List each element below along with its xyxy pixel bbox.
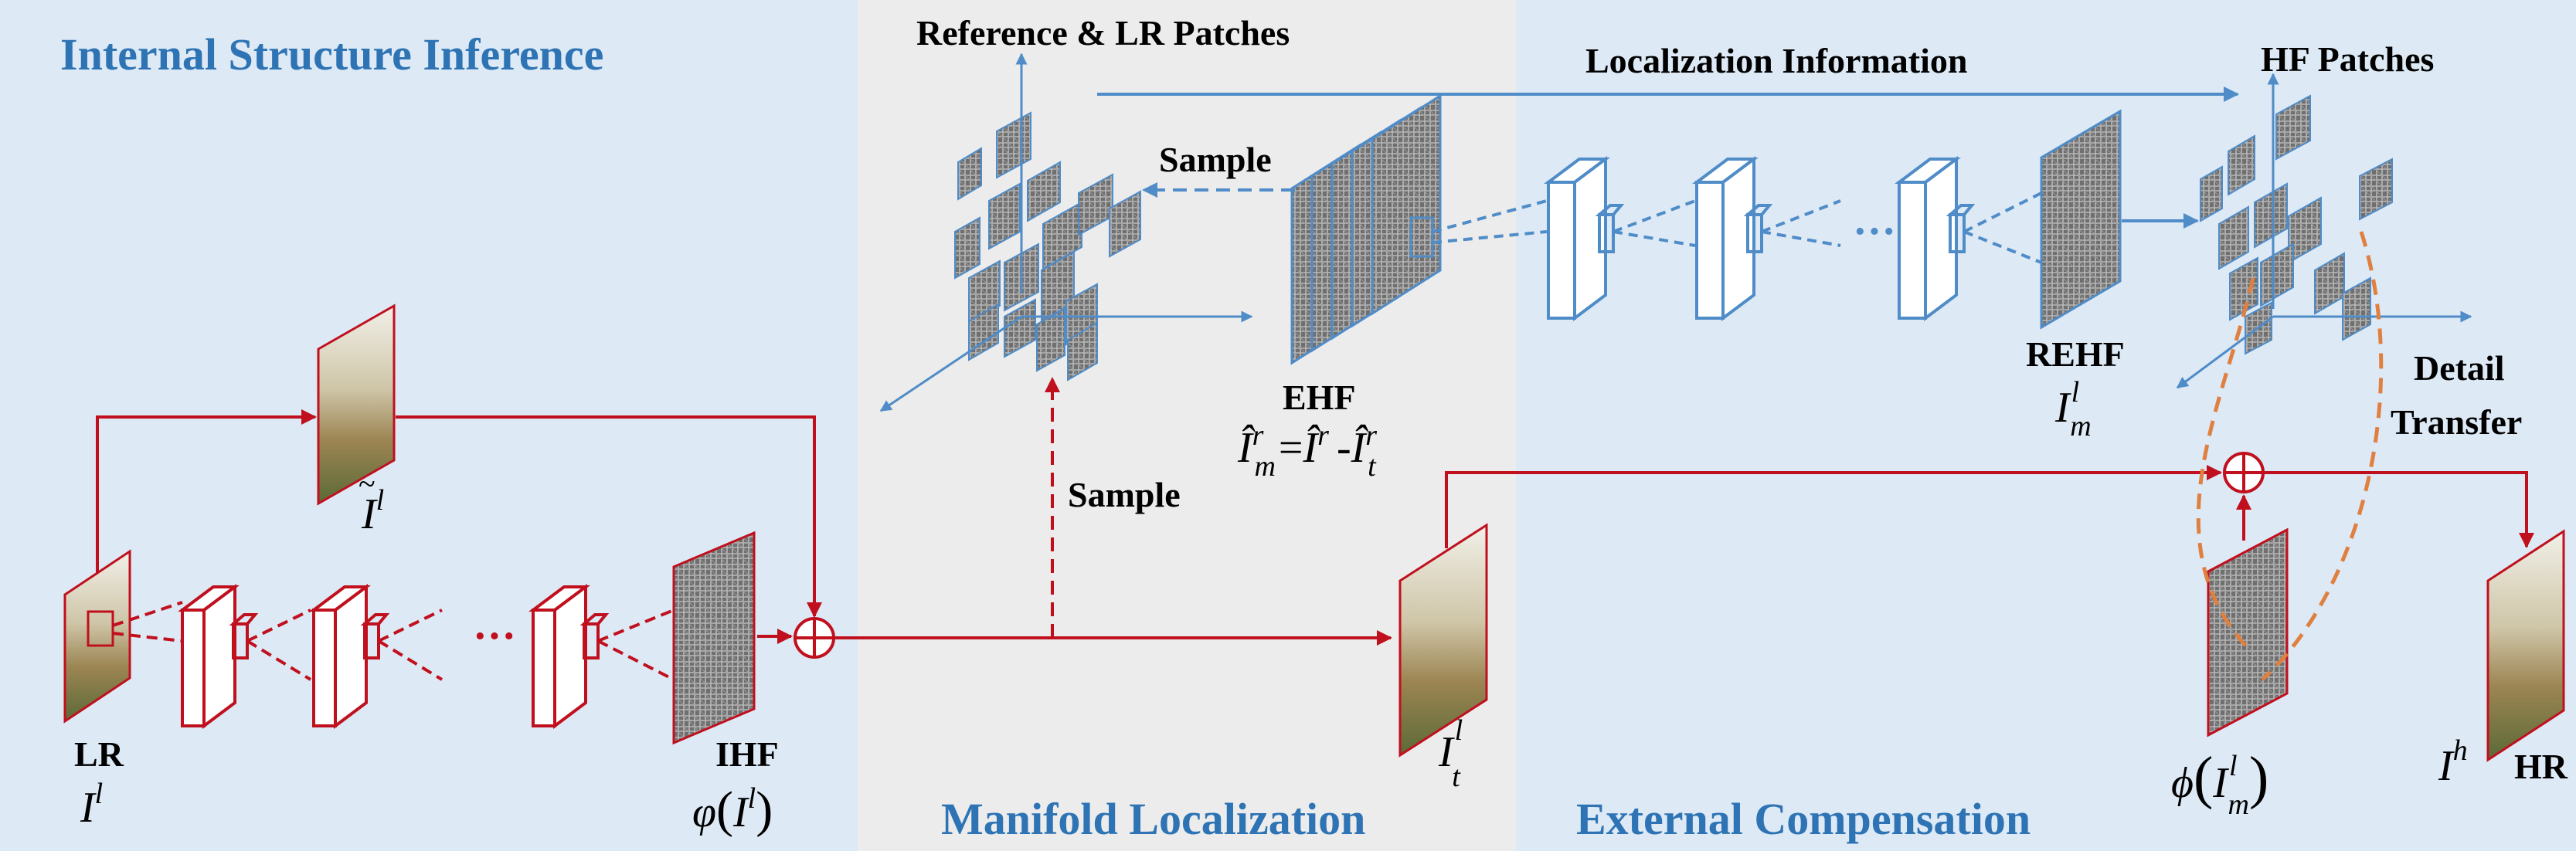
detail-transfer-curve-1 xyxy=(2196,277,2255,650)
math-i-tilde-accent: ~ xyxy=(359,466,376,501)
sum-node-internal xyxy=(794,617,835,659)
lr-to-conv-dashes xyxy=(112,601,183,642)
ref-lr-patches-cluster xyxy=(954,111,1141,381)
phi-im-image-icon xyxy=(2207,527,2289,737)
hf-cluster-axis-diag xyxy=(2176,315,2274,389)
blue-conv-block-1 xyxy=(1544,156,1696,321)
label-sample-top: Sample xyxy=(1159,140,1272,179)
panel-external xyxy=(1516,0,2576,851)
red-ellipsis: ··· xyxy=(473,612,516,660)
red-conv-block-3 xyxy=(528,584,675,729)
label-ehf: EHF xyxy=(1283,378,1356,417)
math-ih: Ih xyxy=(2438,734,2468,790)
ehf-stack-icon xyxy=(1290,93,1442,365)
blue-ellipsis: ··· xyxy=(1853,208,1896,256)
label-detail-transfer-2: Transfer xyxy=(2391,402,2522,442)
math-i-tilde: Il xyxy=(361,484,384,538)
title-external-compensation: External Compensation xyxy=(1576,794,2031,844)
label-detail-transfer-1: Detail xyxy=(2414,348,2505,388)
red-conv-block-2 xyxy=(309,584,443,729)
ihf-image-icon xyxy=(672,531,756,745)
lr-image-icon xyxy=(63,549,131,724)
ehf-to-conv-dashes xyxy=(1432,199,1548,244)
label-sample-mid: Sample xyxy=(1068,475,1181,514)
detail-transfer-curve-2 xyxy=(2261,231,2384,681)
rehf-image-icon xyxy=(2040,109,2122,330)
blue-conv-block-3 xyxy=(1895,156,2042,321)
upsampled-to-sum-path xyxy=(396,415,822,618)
hr-image-icon xyxy=(2486,529,2565,762)
panel-internal xyxy=(0,0,858,851)
label-hr: HR xyxy=(2514,747,2568,786)
label-hf-patches: HF Patches xyxy=(2261,39,2434,79)
it-image-icon xyxy=(1398,523,1488,758)
title-internal-structure: Internal Structure Inference xyxy=(60,29,603,80)
it-to-sum-path xyxy=(1445,465,2222,548)
sum-node-external xyxy=(2223,452,2265,493)
math-phi-ihf: φ(Il) xyxy=(692,781,773,838)
red-conv-block-1 xyxy=(178,584,312,729)
math-i-l: Il xyxy=(80,778,103,832)
upsampled-image-icon xyxy=(317,303,396,506)
title-manifold-localization: Manifold Localization xyxy=(941,794,1365,844)
label-rehf: REHF xyxy=(2026,334,2125,374)
label-ihf: IHF xyxy=(715,734,779,774)
sum-to-hr-path xyxy=(2263,471,2534,548)
hf-patches-cluster xyxy=(2200,94,2393,355)
skip-path-to-upsampled xyxy=(96,409,317,573)
ref-cluster-axis-diag xyxy=(879,315,1022,412)
label-lr: LR xyxy=(74,734,124,774)
label-localization-info: Localization Information xyxy=(1585,41,1967,80)
blue-conv-block-2 xyxy=(1692,156,1841,321)
label-ref-lr-patches: Reference & LR Patches xyxy=(916,13,1290,53)
